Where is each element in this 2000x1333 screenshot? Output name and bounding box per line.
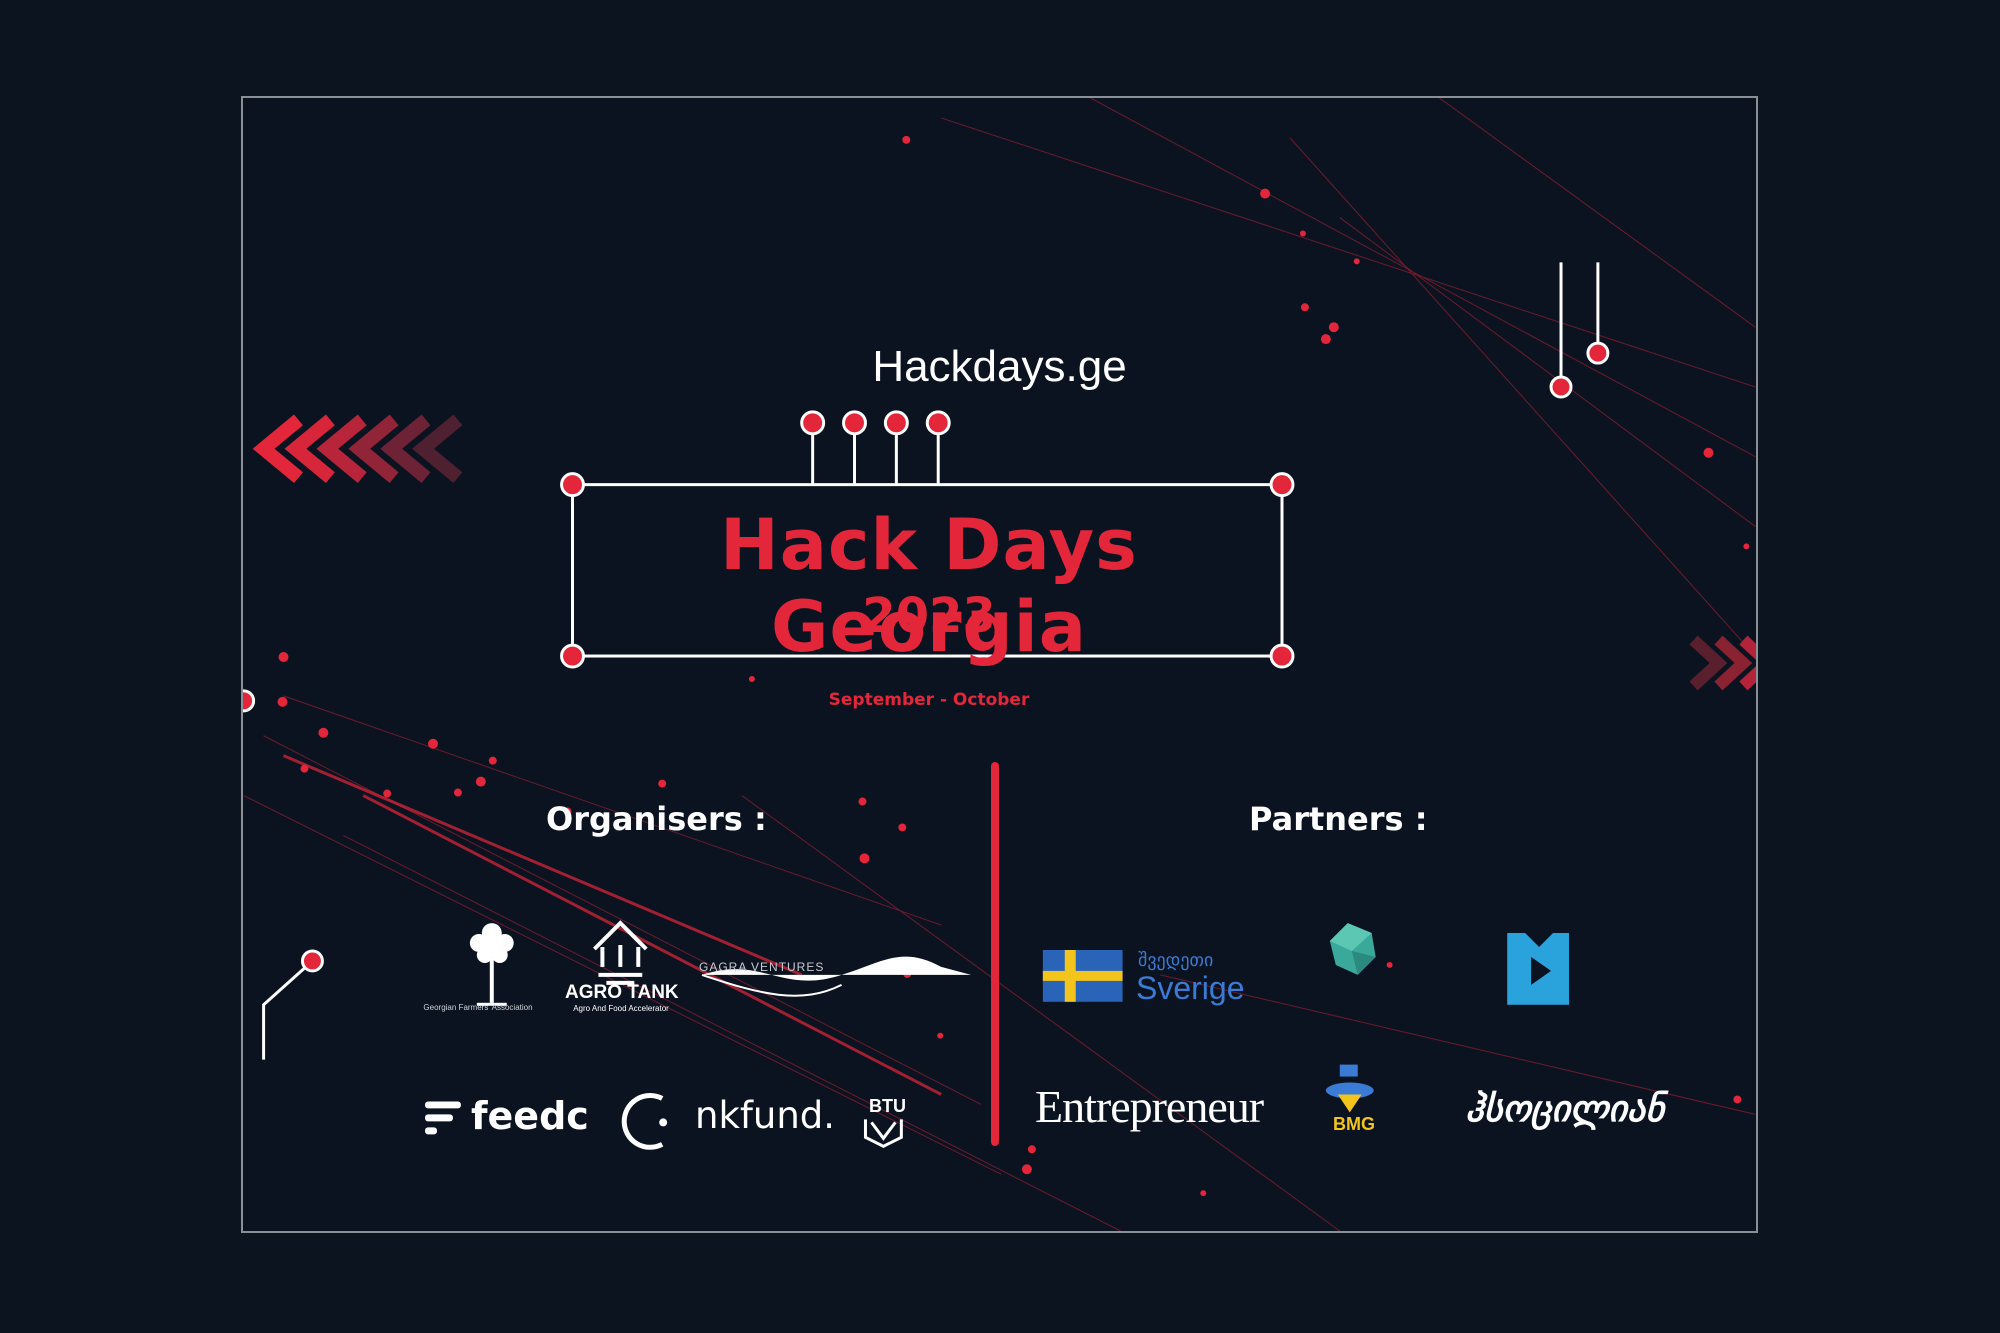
organisers-heading: Organisers : — [546, 800, 767, 838]
entrepreneur-name: Entrepreneur — [1035, 1081, 1264, 1132]
hackdays-poster: Hackdays.ge Hack Days Georgia 2023 Septe… — [241, 96, 1758, 1233]
sverige-georgian-name: შვედეთი — [1138, 950, 1214, 970]
feedc-name: feedc — [471, 1094, 589, 1138]
gagra-wave-icon — [701, 956, 972, 997]
left-chevrons-icon — [252, 414, 463, 484]
polyhedron-logo-icon — [1329, 923, 1376, 975]
btu-name: BTU — [869, 1096, 906, 1116]
partners-heading: Partners : — [1249, 800, 1428, 838]
scatter-dots — [277, 135, 1750, 1197]
left-pin — [243, 689, 324, 1060]
agro-tank-icon — [593, 920, 648, 985]
event-dates: September - October — [828, 690, 1030, 710]
frame-nodes — [560, 410, 1295, 669]
sverige-name: Sverige — [1136, 970, 1245, 1006]
btu-icon — [863, 1119, 903, 1148]
feedc-icon — [425, 1101, 461, 1135]
script-logo-name: ჰსოცილიან — [1465, 1088, 1664, 1129]
background-graphics — [243, 98, 1756, 1231]
right-pins — [1549, 262, 1610, 399]
site-title: Hackdays.ge — [872, 342, 1127, 391]
agro-tank-name: AGRO TANK — [565, 982, 679, 1003]
play-badge-icon — [1507, 933, 1569, 1005]
event-year: 2023 — [862, 588, 996, 644]
event-title: Hack Days Georgia — [720, 504, 1138, 668]
tree-logo-icon — [469, 923, 514, 1006]
bmg-icon — [1325, 1064, 1374, 1113]
streak-thick — [282, 754, 942, 1096]
swedish-flag-icon — [1042, 949, 1123, 1002]
farmers-association-caption: Georgian Farmers' Association — [423, 1003, 533, 1012]
agro-tank-tagline: Agro And Food Accelerator — [573, 1004, 669, 1013]
bmg-name: BMG — [1333, 1114, 1375, 1134]
section-divider — [991, 762, 999, 1146]
right-chevrons-icon — [1689, 635, 1756, 691]
nkfund-icon — [621, 1092, 668, 1150]
nkfund-name: nkfund. — [695, 1094, 836, 1137]
gagra-ventures-name: GAGRA VENTURES — [699, 960, 825, 974]
